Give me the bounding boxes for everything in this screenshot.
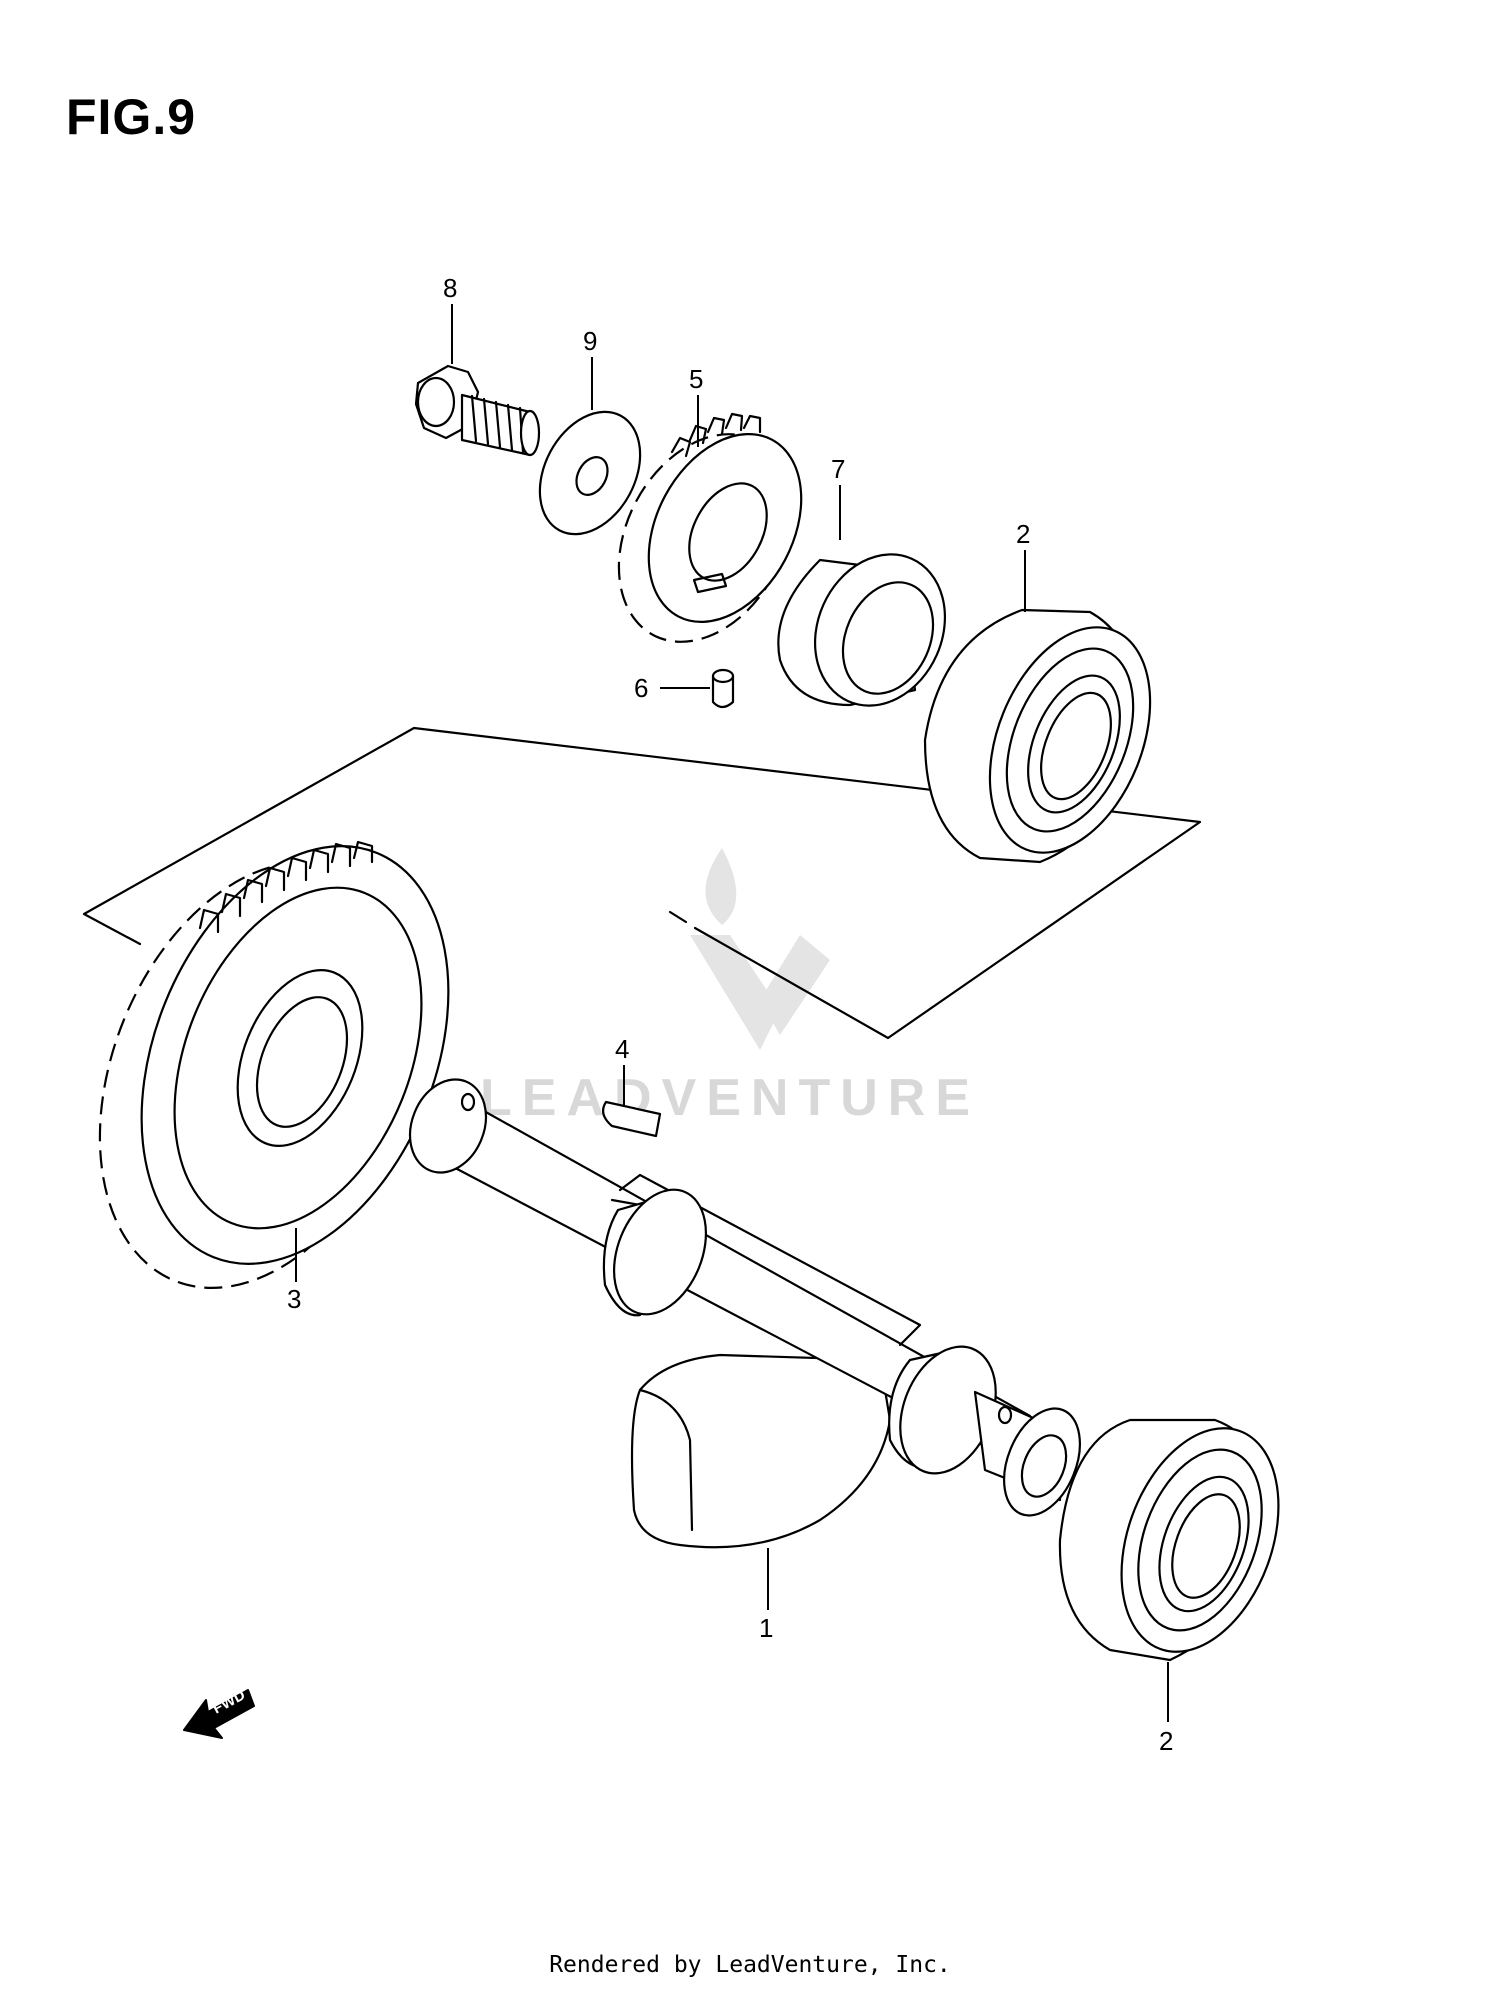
callout-5: 5 xyxy=(689,364,703,394)
watermark: LEADVENTURE xyxy=(480,848,980,1127)
callout-3: 3 xyxy=(287,1284,301,1314)
callout-2-top: 2 xyxy=(1016,519,1030,549)
part-5-gear xyxy=(617,412,803,643)
callouts: 8 9 5 7 2 6 4 3 1 2 xyxy=(287,273,1173,1756)
fwd-arrow-icon: FWD xyxy=(183,1686,255,1739)
leader-lines xyxy=(295,304,1169,1722)
part-4-key xyxy=(601,1100,662,1138)
part-6-pin xyxy=(711,668,735,709)
part-1-balancer-shaft xyxy=(408,1078,1081,1549)
assembly-outline xyxy=(82,726,1202,1040)
part-8-bolt xyxy=(414,364,541,457)
callout-7: 7 xyxy=(831,454,845,484)
callout-6: 6 xyxy=(634,673,648,703)
watermark-logo xyxy=(690,848,830,1050)
callout-4: 4 xyxy=(615,1034,629,1064)
part-3-large-gear xyxy=(98,840,450,1289)
callout-2-bottom: 2 xyxy=(1159,1726,1173,1756)
part-2-bearing-bottom xyxy=(1058,1418,1280,1662)
figure-title: FIG.9 xyxy=(66,89,197,145)
watermark-text: LEADVENTURE xyxy=(480,1069,980,1127)
callout-8: 8 xyxy=(443,273,457,303)
part-7-collar xyxy=(777,553,947,707)
callout-9: 9 xyxy=(583,326,597,356)
callout-1: 1 xyxy=(759,1613,773,1643)
part-9-washer xyxy=(538,410,642,536)
footer-credit: Rendered by LeadVenture, Inc. xyxy=(549,1952,951,1978)
part-2-bearing-top xyxy=(923,608,1152,864)
